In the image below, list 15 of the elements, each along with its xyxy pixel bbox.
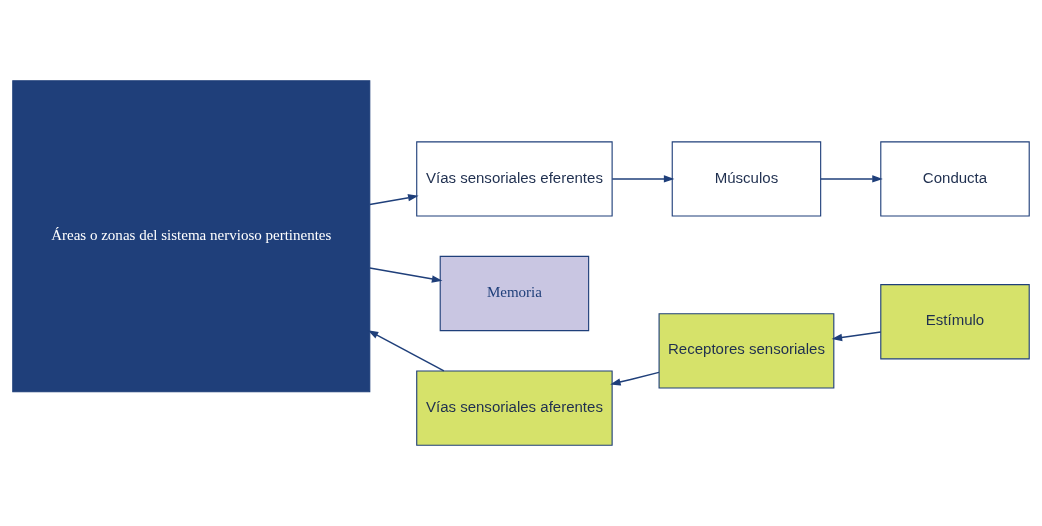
node-box: Conducta [880, 141, 1030, 217]
node-box: Músculos [671, 141, 822, 217]
node-box: Receptores sensoriales [658, 313, 835, 389]
arrow [369, 267, 443, 283]
node-box: Estímulo [880, 284, 1030, 360]
node-box: Memoria [439, 255, 590, 332]
arrow [611, 175, 675, 183]
node-box: Áreas o zonas del sistema nervioso pertinentes [12, 80, 371, 393]
arrow [367, 330, 445, 372]
arrow [610, 371, 660, 386]
arrow [820, 175, 883, 183]
arrow [831, 331, 882, 342]
node-box: Vías sensoriales aferentes [416, 370, 613, 446]
arrow [369, 194, 419, 206]
node-box: Vías sensoriales eferentes [416, 141, 613, 217]
